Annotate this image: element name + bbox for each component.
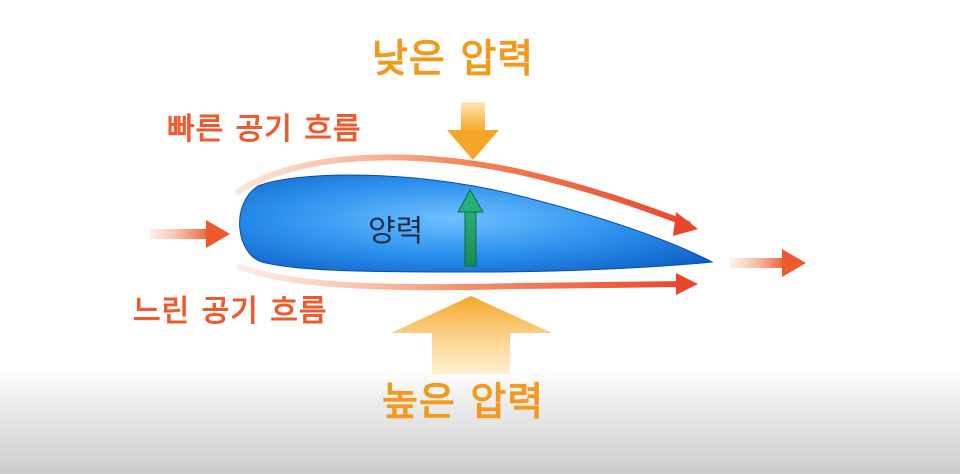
low-pressure-label: 낮은 압력	[372, 37, 535, 82]
outflow-arrowhead	[782, 249, 806, 277]
lift-arrowhead	[457, 189, 484, 213]
low-pressure-arrowhead	[447, 130, 499, 160]
bottom-gradient	[0, 370, 960, 474]
high-pressure-arrow	[391, 296, 552, 374]
lower-flow-arrowhead	[676, 273, 698, 295]
slow-air-flow-label: 느린 공기 흐름	[133, 294, 328, 329]
inflow-arrow-shaft	[150, 229, 210, 239]
fast-air-flow-label: 빠른 공기 흐름	[167, 112, 362, 147]
high-pressure-label: 높은 압력	[382, 380, 545, 425]
low-pressure-arrow-shaft	[461, 102, 485, 132]
outflow-arrow-shaft	[730, 258, 786, 268]
lift-label: 양력	[368, 214, 424, 249]
upper-flow-arrow	[235, 154, 691, 227]
lift-arrow-shaft	[464, 207, 477, 267]
inflow-arrowhead	[206, 220, 230, 248]
upper-flow-arrowhead	[673, 212, 698, 236]
lower-flow-arrow	[237, 264, 689, 291]
